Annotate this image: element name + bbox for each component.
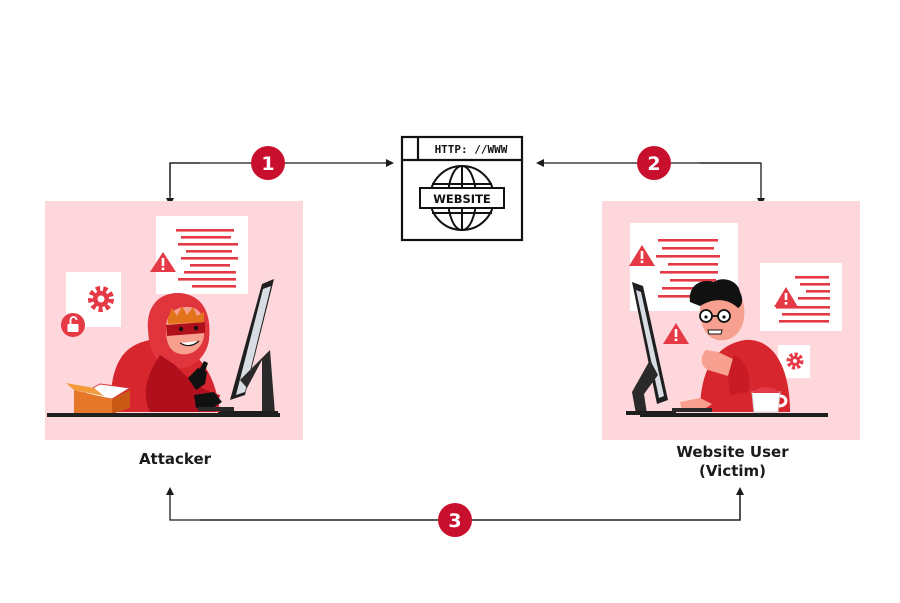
unlock-icon — [61, 313, 85, 337]
victim-desk — [640, 413, 828, 417]
step-number: 2 — [647, 153, 660, 175]
warning-icon — [150, 252, 176, 272]
website-badge — [419, 187, 505, 209]
browser-url: HTTP: //WWW — [435, 143, 508, 156]
step-badge-2: 2 — [637, 146, 671, 180]
victim-label: Website User (Victim) — [650, 443, 815, 481]
coffee-cup — [751, 387, 788, 413]
code-card — [629, 223, 738, 311]
step-badge-1: 1 — [251, 146, 285, 180]
step-badge-3: 3 — [438, 503, 472, 537]
victim-label-line2: (Victim) — [698, 462, 767, 480]
gear-icon — [786, 352, 804, 370]
code-card — [760, 263, 842, 331]
browser-window-icon: HTTP: //WWW WEBSITE — [400, 135, 524, 242]
attacker-panel — [45, 201, 303, 440]
warning-icon — [629, 245, 655, 266]
gear-icon — [88, 286, 114, 312]
website-badge-text: WEBSITE — [433, 192, 491, 206]
warning-icon — [663, 323, 689, 344]
warning-icon — [774, 287, 798, 307]
hooded-attacker-illustration — [110, 292, 234, 412]
stressed-user-illustration — [672, 279, 790, 412]
step-number: 1 — [261, 153, 274, 175]
victim-panel — [602, 201, 860, 440]
step-number: 3 — [448, 510, 461, 532]
package-box — [66, 383, 132, 414]
attacker-desk — [47, 413, 280, 417]
victim-label-line1: Website User — [676, 443, 789, 461]
attacker-label: Attacker — [138, 450, 212, 468]
arrow-attacker-website — [166, 159, 394, 206]
code-card — [150, 216, 248, 294]
